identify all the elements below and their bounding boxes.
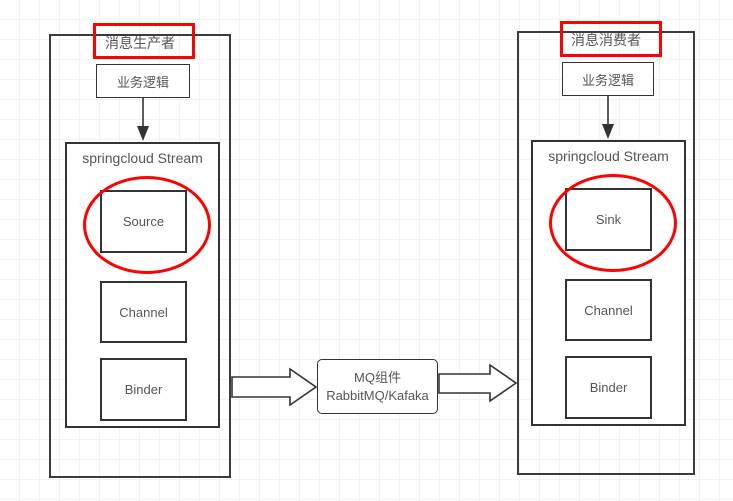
consumer-panel <box>517 31 695 475</box>
mq-middleware-box: MQ组件 RabbitMQ/Kafaka <box>317 359 438 414</box>
consumer-channel-label: Channel <box>584 302 633 318</box>
producer-binder-label: Binder <box>124 382 163 397</box>
producer-stream-label: springcloud Stream <box>82 150 203 166</box>
producer-business-logic-label: 业务逻辑 <box>116 74 169 90</box>
producer-binder-box: Binder <box>100 358 187 421</box>
mq-title-label: MQ组件 <box>354 369 401 385</box>
consumer-business-logic-label: 业务逻辑 <box>581 72 634 88</box>
producer-channel-box: Channel <box>100 281 187 343</box>
consumer-title-highlight <box>560 21 662 57</box>
producer-business-logic-box: 业务逻辑 <box>96 64 190 98</box>
mq-subtitle-label: RabbitMQ/Kafaka <box>326 387 429 403</box>
consumer-business-logic-box: 业务逻辑 <box>562 62 654 96</box>
producer-panel <box>49 34 231 478</box>
consumer-panel-title: 消息消费者 <box>571 32 641 48</box>
producer-source-label: Source <box>122 214 165 229</box>
producer-channel-label: Channel <box>119 304 168 320</box>
consumer-binder-label: Binder <box>589 380 628 395</box>
consumer-sink-label: Sink <box>595 212 622 227</box>
consumer-binder-box: Binder <box>565 356 652 419</box>
producer-panel-title: 消息生产者 <box>105 35 175 51</box>
producer-source-box: Source <box>100 190 187 253</box>
consumer-stream-label: springcloud Stream <box>548 148 669 164</box>
consumer-channel-box: Channel <box>565 279 652 341</box>
mq-to-consumer-block-arrow <box>438 363 518 403</box>
producer-to-mq-block-arrow <box>231 367 318 407</box>
consumer-sink-box: Sink <box>565 188 652 251</box>
producer-title-highlight <box>93 23 195 59</box>
